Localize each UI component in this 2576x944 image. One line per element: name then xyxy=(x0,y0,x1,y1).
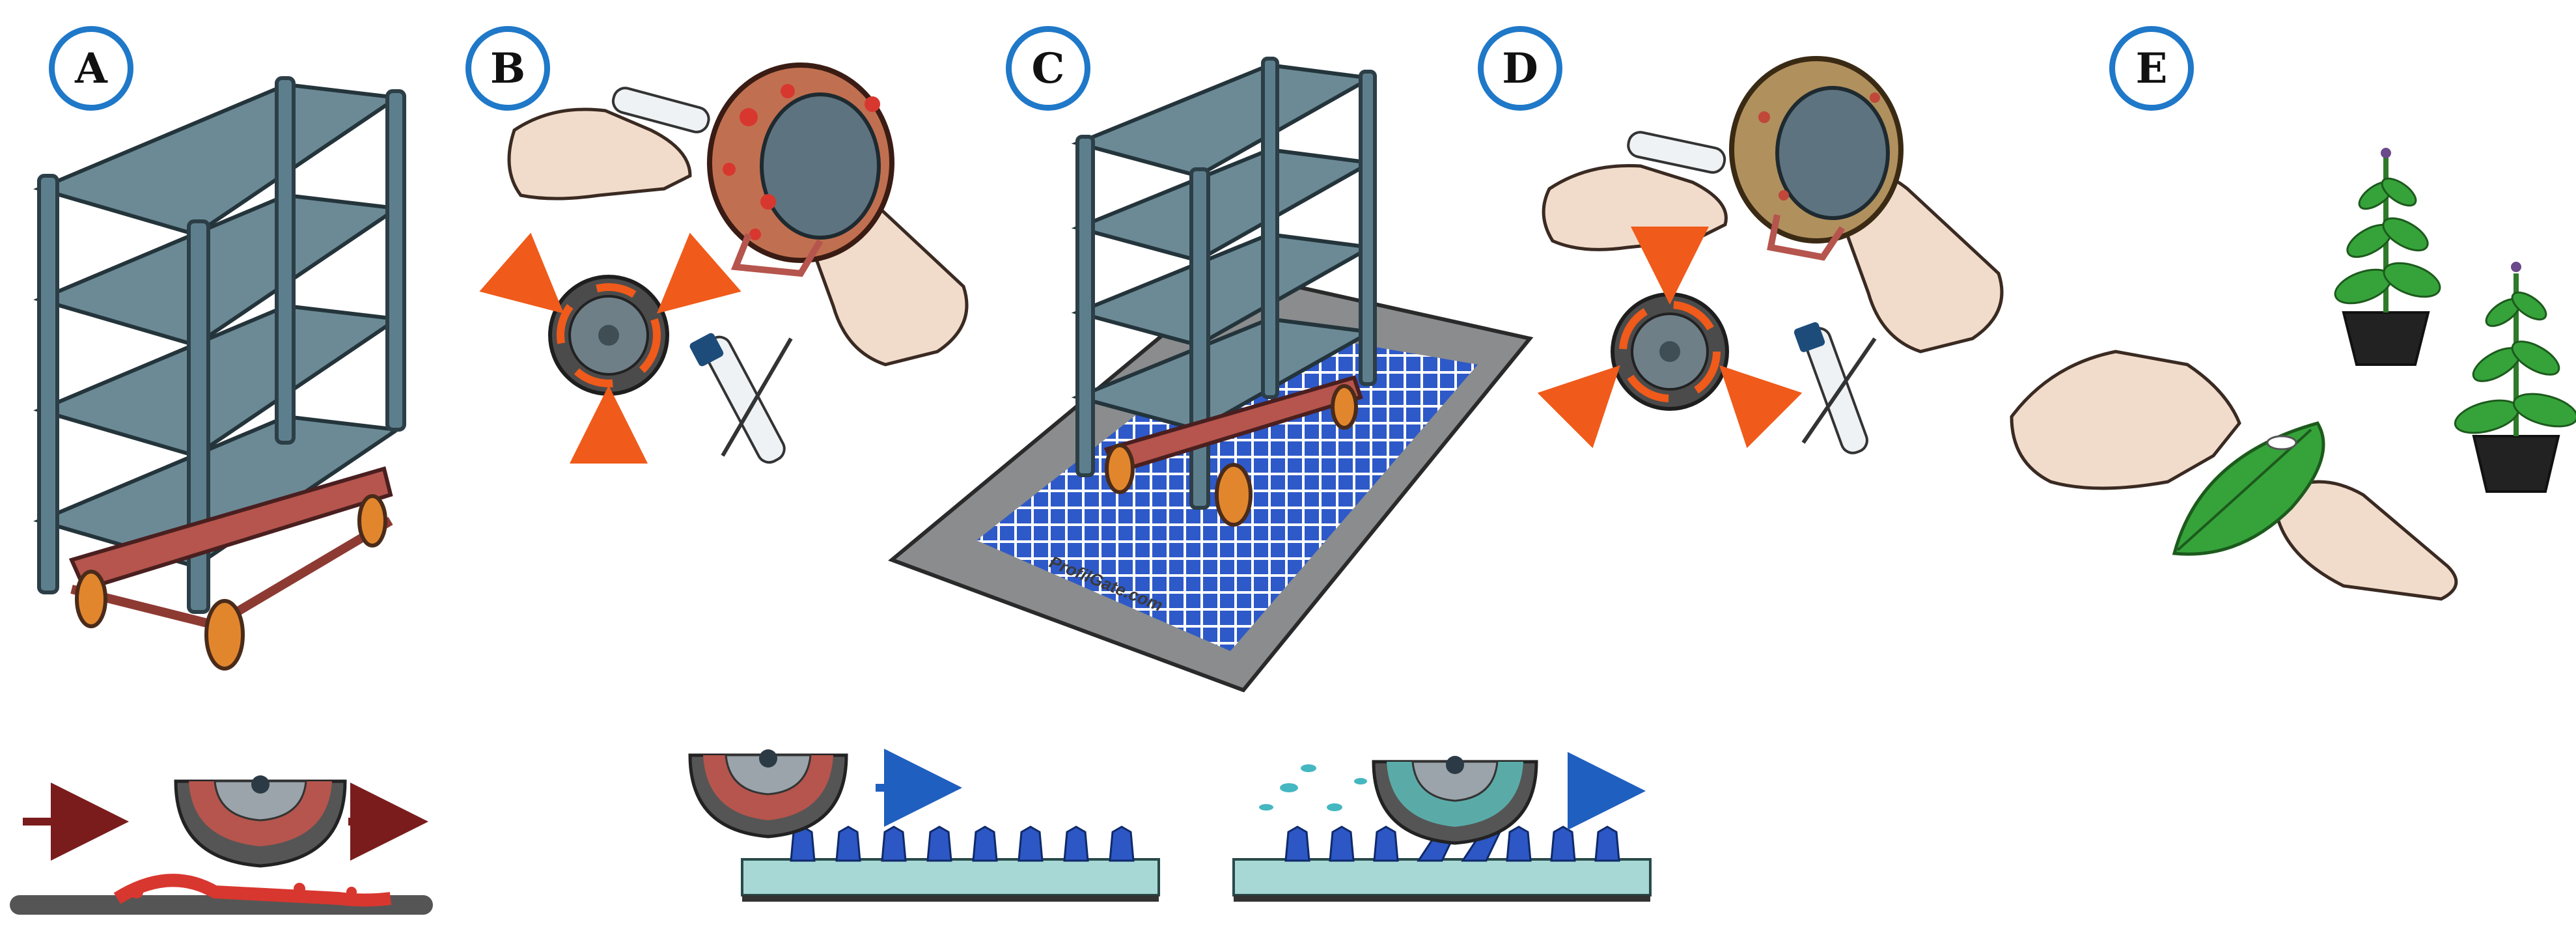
wheel-icon xyxy=(688,749,848,839)
brush-bristle xyxy=(1373,826,1399,862)
hand-icon xyxy=(2010,350,2458,601)
brush-bristle xyxy=(926,826,952,862)
wheel-icon xyxy=(707,62,894,277)
brush-bristle xyxy=(790,826,816,862)
trolley-icon xyxy=(33,76,406,671)
brush-bristle xyxy=(1063,826,1089,862)
wheel-icon xyxy=(10,775,433,915)
brush-bristle xyxy=(835,826,861,862)
panel-label-a: A xyxy=(49,26,133,111)
hand-icon xyxy=(507,107,969,367)
brush-bristle xyxy=(1329,826,1355,862)
brush-bristle xyxy=(1594,826,1620,862)
swab-tube-icon xyxy=(1794,322,1877,454)
brush-bristle xyxy=(972,826,998,862)
panel-label-d: D xyxy=(1478,26,1562,111)
potted-plant-icon xyxy=(2334,148,2441,366)
leaf-icon xyxy=(2172,421,2325,556)
brush-bristle xyxy=(1284,826,1310,862)
wheel-icon xyxy=(548,275,669,396)
wheel-icon xyxy=(1259,756,1538,845)
wheel-icon xyxy=(1729,56,1904,261)
brush-bristle xyxy=(1018,826,1044,862)
arrow-icon xyxy=(479,232,741,464)
brush-bristle xyxy=(881,826,907,862)
brush-mat-icon xyxy=(741,826,1160,902)
potted-plant-icon xyxy=(2454,262,2576,493)
brush-bristle xyxy=(1550,826,1576,862)
panel-label-b: B xyxy=(465,26,550,111)
trolley-icon xyxy=(1071,57,1377,527)
brush-bristle xyxy=(1109,826,1135,862)
swab-tube-icon xyxy=(689,333,793,464)
wheel-icon xyxy=(1611,292,1729,411)
panel-label-c: C xyxy=(1006,26,1090,111)
arrow-icon xyxy=(1537,227,1803,449)
brush-bristle xyxy=(1506,826,1532,862)
panel-label-e: E xyxy=(2109,26,2194,111)
swab-tube-icon xyxy=(1627,131,1726,174)
swab-tube-icon xyxy=(611,87,710,133)
